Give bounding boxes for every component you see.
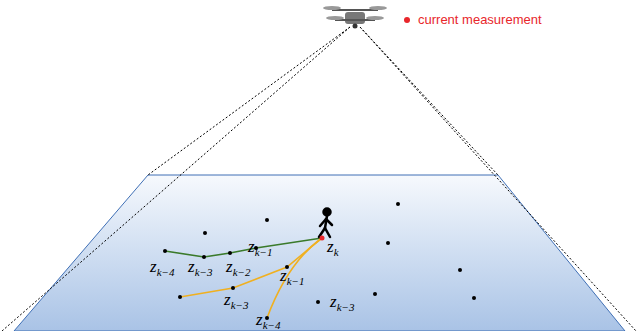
measurement-label: zk−3 [224, 291, 248, 311]
legend-row: current measurement [404, 12, 542, 27]
measurement-label: zk−4 [256, 311, 280, 331]
camera-frustum [2, 27, 636, 331]
measurement-label: zk−2 [226, 258, 250, 278]
legend-swatch [404, 17, 410, 23]
measurement-label: zk−1 [248, 238, 272, 258]
drone-icon [323, 6, 387, 29]
measurement-label: zk−3 [188, 258, 212, 278]
current-measurement-dot [320, 236, 325, 241]
person-icon [319, 209, 332, 238]
measurement-label: zk−1 [280, 267, 304, 287]
legend-text: current measurement [418, 12, 542, 27]
measurement-dots [163, 202, 476, 320]
measurement-label: zk [327, 238, 339, 258]
track-lines [165, 238, 322, 318]
measurement-label: zk−4 [150, 258, 174, 278]
ground-plane [14, 175, 625, 331]
measurement-label: zk−3 [330, 293, 354, 313]
